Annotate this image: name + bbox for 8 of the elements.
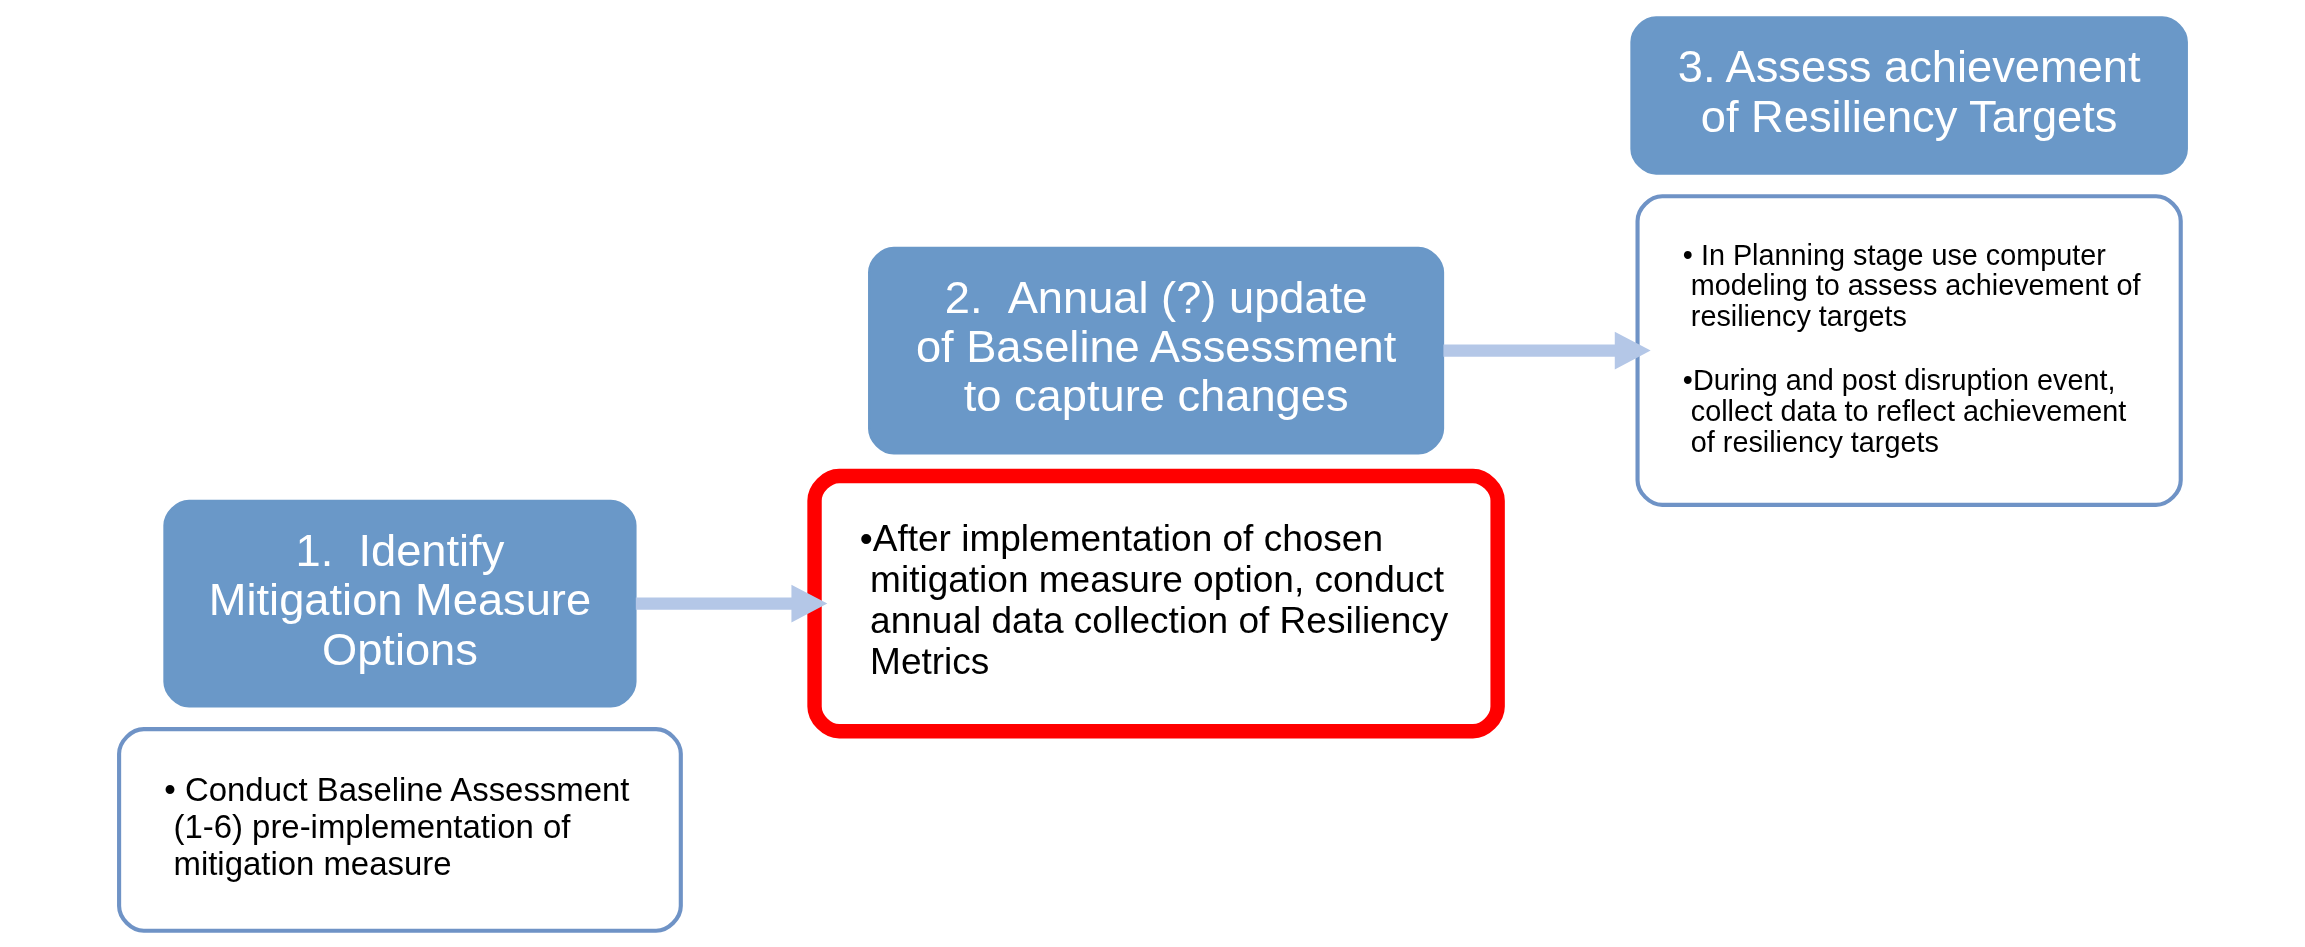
node-box: 2. Annual (?) update of Baseline Assessment to capture changes — [867, 246, 1444, 454]
node-box: •After implementation of chosen mitigation measure option, conduct annual data collection of Resiliency Metrics — [806, 468, 1505, 738]
node-box: • Conduct Baseline Assessment (1-6) pre-implementation of mitigation measure — [116, 726, 683, 933]
node-box: 3. Assess achievement of Resiliency Targets — [1629, 15, 2188, 175]
arrow — [635, 584, 827, 622]
arrow — [1442, 331, 1651, 369]
node-box: • In Planning stage use computer modeling to assess achievement of resiliency targets •During and post disruption event, collect data to reflect achievement of resiliency targets — [1635, 193, 2183, 507]
node-box: 1. Identify Mitigation Measure Options — [162, 499, 637, 708]
